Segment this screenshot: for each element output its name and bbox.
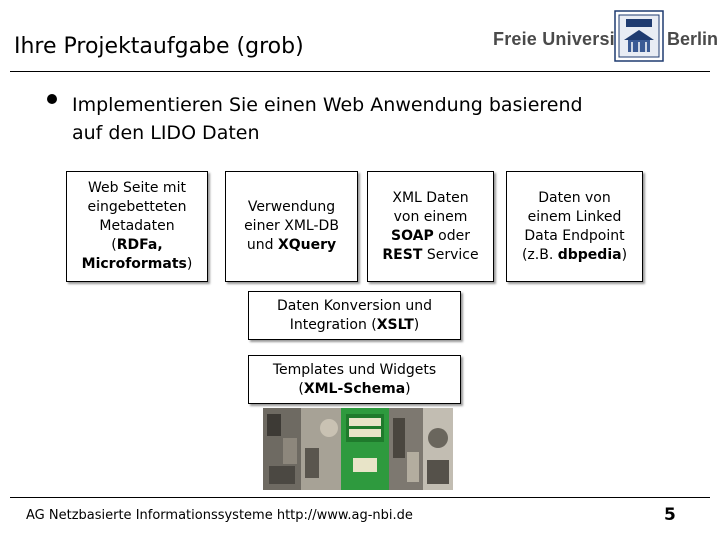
slide-title: Ihre Projektaufgabe (grob): [14, 34, 304, 59]
box3-line3-bold: SOAP: [391, 227, 434, 244]
box6-line2-post: ): [405, 380, 411, 397]
bullet-text-line2: auf den LIDO Daten: [72, 122, 260, 144]
box-rdfa-microformats: Web Seite mit eingebetteten Metadaten (R…: [66, 171, 208, 282]
footer-divider: [10, 497, 710, 498]
box5-line2-pre: Integration (: [289, 316, 377, 333]
box1-line4-pre: (: [111, 237, 117, 253]
box3-line2: von einem: [393, 208, 468, 225]
footer-text: AG Netzbasierte Informationssysteme http…: [26, 508, 413, 523]
box4-line1: Daten von: [538, 189, 611, 206]
university-seal-icon: [614, 10, 664, 62]
box2-line1: Verwendung: [247, 199, 336, 215]
box4-line3: Data Endpoint: [524, 227, 625, 244]
box5-line2-bold: XSLT: [376, 316, 414, 333]
box4-line4-post: ): [621, 246, 628, 263]
page-number: 5: [664, 505, 676, 525]
box-xml-db: Verwendung einer XML-DB und XQuery: [225, 171, 358, 282]
box1-line1: Web Seite mit: [88, 180, 186, 196]
widget-collage-image: [263, 408, 453, 490]
box4-line4-bold: dbpedia: [557, 246, 622, 263]
box-xslt: Daten Konversion und Integration (XSLT): [248, 291, 461, 340]
box3-line4-post: Service: [422, 246, 479, 263]
bullet-dot: [47, 94, 57, 104]
logo-text-right: Berlin: [667, 29, 719, 49]
box-soap-rest: XML Daten von einem SOAP oder REST Servi…: [367, 171, 494, 282]
box2-line2: einer XML-DB: [244, 218, 339, 234]
box3-line3-post: oder: [433, 227, 470, 244]
box2-line3-pre: und: [246, 237, 278, 253]
box6-line2-pre: (: [298, 380, 304, 397]
box4-line4-pre: (z.B.: [521, 246, 558, 263]
box-linked-data: Daten von einem Linked Data Endpoint (z.…: [506, 171, 643, 282]
header-divider: [10, 71, 710, 72]
box4-line2: einem Linked: [527, 208, 622, 225]
box5-line2-post: ): [413, 316, 420, 333]
box-xml-schema: Templates und Widgets (XML-Schema): [248, 355, 461, 404]
box1-line5-post: ): [186, 256, 193, 272]
box1-line5-bold: Microformats: [81, 256, 187, 272]
box1-line3: Metadaten: [99, 218, 175, 234]
box5-line1: Daten Konversion und: [276, 297, 433, 314]
box2-line3-bold: XQuery: [277, 237, 337, 253]
logo-text-left: Freie Universität: [493, 29, 638, 49]
university-logo: Freie Universität Berlin: [493, 8, 718, 66]
box6-line2-bold: XML-Schema: [303, 380, 406, 397]
box3-line1: XML Daten: [392, 189, 469, 206]
bullet-text: Implementieren Sie einen Web Anwendung b…: [72, 91, 682, 147]
box3-line4-bold: REST: [382, 246, 423, 263]
box6-line1: Templates und Widgets: [272, 361, 437, 378]
box1-line4-bold: RDFa,: [116, 237, 163, 253]
box1-line2: eingebetteten: [87, 199, 187, 215]
bullet-text-line1: Implementieren Sie einen Web Anwendung b…: [72, 94, 583, 116]
